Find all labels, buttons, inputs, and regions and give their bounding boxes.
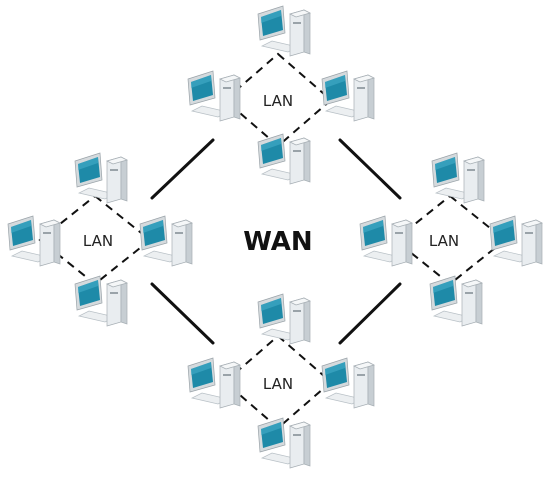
wan-link-top-left (150, 138, 215, 200)
workstation-icon (187, 357, 241, 409)
workstation-icon (139, 215, 193, 267)
lan-right: LAN (359, 152, 543, 327)
workstation-icon (257, 417, 311, 469)
wan-link-right-bottom (338, 282, 402, 345)
lan-bottom: LAN (187, 293, 375, 469)
lan-left: LAN (7, 152, 193, 327)
lan-label: LAN (83, 232, 113, 250)
lan-label: LAN (263, 92, 293, 110)
workstation-icon (7, 215, 61, 267)
wan-link-left-bottom (150, 282, 215, 345)
wan-links (150, 138, 402, 345)
lan-label: LAN (429, 232, 459, 250)
wan-label: WAN (243, 227, 312, 257)
workstation-icon (321, 70, 375, 122)
workstation-icon (257, 293, 311, 345)
workstation-icon (257, 5, 311, 57)
workstation-icon (489, 215, 543, 267)
workstation-icon (74, 152, 128, 204)
lan-top: LAN (187, 5, 375, 185)
workstation-icon (74, 275, 128, 327)
workstation-icon (429, 275, 483, 327)
workstation-icon (187, 70, 241, 122)
wan-link-top-right (338, 138, 402, 200)
workstation-icon (431, 152, 485, 204)
workstation-icon (321, 357, 375, 409)
lan-label: LAN (263, 375, 293, 393)
workstation-icon (359, 215, 413, 267)
